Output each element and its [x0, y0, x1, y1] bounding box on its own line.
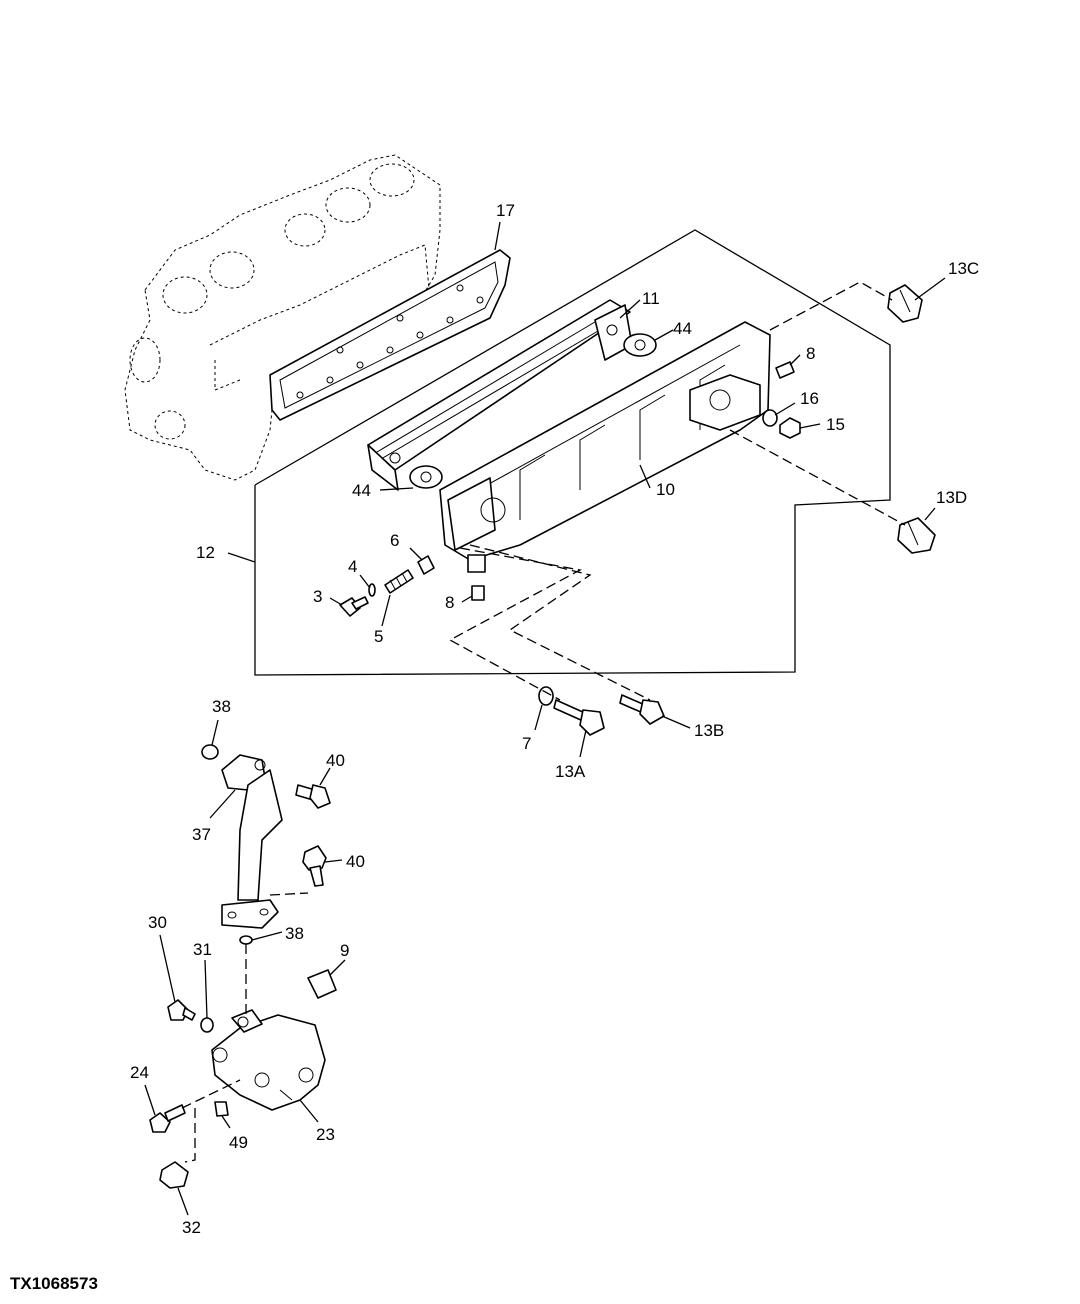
bolt-30	[167, 999, 196, 1021]
callout-13B: 13B	[694, 721, 724, 740]
callout-16: 16	[800, 389, 819, 408]
callout-9: 9	[340, 941, 349, 960]
callout-23: 23	[316, 1125, 335, 1144]
callout-38-upper: 38	[212, 697, 231, 716]
washer-16	[762, 409, 778, 427]
callout-49: 49	[229, 1133, 248, 1152]
oil-cooler-housing-10	[439, 321, 771, 573]
callout-13D: 13D	[936, 488, 967, 507]
callout-44-lower: 44	[352, 481, 371, 500]
callout-30: 30	[148, 913, 167, 932]
assembly-line-13C	[769, 281, 893, 331]
callout-12: 12	[196, 543, 215, 562]
callout-40-upper: 40	[326, 751, 345, 770]
callout-13C: 13C	[948, 259, 979, 278]
callout-8-lower: 8	[445, 593, 454, 612]
assembly-line-13A	[448, 547, 582, 701]
callout-44-upper: 44	[673, 319, 692, 338]
assembly-line-40	[269, 892, 309, 896]
assembly-line-13B	[469, 544, 651, 701]
bolt-13A	[553, 699, 605, 736]
spring-5	[384, 569, 414, 594]
oil-tube-37	[221, 754, 283, 929]
nut-15	[779, 417, 801, 439]
callout-31: 31	[193, 940, 212, 959]
bolt-24	[149, 1104, 186, 1133]
bolt-40-upper	[295, 784, 331, 809]
gasket-17	[269, 249, 511, 421]
callout-37: 37	[192, 825, 211, 844]
plug-13D	[897, 517, 936, 554]
assembly-bracket-12	[254, 229, 891, 676]
callout-6: 6	[390, 531, 399, 550]
oil-cooler-core	[367, 299, 633, 491]
callout-10: 10	[656, 480, 675, 499]
plug-13C	[887, 284, 923, 323]
callout-38-lower: 38	[285, 924, 304, 943]
figure-reference-id: TX1068573	[10, 1274, 98, 1293]
clip-9	[307, 969, 337, 999]
o-ring-38-upper	[201, 744, 219, 760]
leader-lines	[144, 221, 946, 1216]
plug-6	[417, 555, 435, 575]
callout-7: 7	[522, 734, 531, 753]
filter-head-23	[211, 1009, 326, 1111]
callout-13A: 13A	[555, 762, 586, 781]
gasket-44-upper	[623, 333, 657, 357]
assembly-line-13D	[729, 429, 906, 526]
screw-8-upper	[775, 361, 795, 379]
screw-8-lower	[471, 585, 485, 601]
valve-4	[368, 583, 376, 597]
callout-4: 4	[348, 557, 357, 576]
plug-3	[339, 596, 369, 617]
bolt-13B	[619, 694, 665, 725]
callout-40-lower: 40	[346, 852, 365, 871]
callout-3: 3	[313, 587, 322, 606]
assembly-line-32	[184, 1108, 196, 1163]
callout-11: 11	[642, 289, 660, 308]
bolt-40-lower	[302, 845, 327, 887]
gasket-44-lower	[409, 465, 443, 489]
callout-labels: 17 11 44 13C 8 16 15 44 10 13D 12 6 4 3 …	[130, 201, 979, 1237]
callout-5: 5	[374, 627, 383, 646]
plug-32	[159, 1161, 189, 1189]
callout-24: 24	[130, 1063, 149, 1082]
callout-8-upper: 8	[806, 344, 815, 363]
o-ring-31	[200, 1017, 214, 1033]
callout-32: 32	[182, 1218, 201, 1237]
callout-15: 15	[826, 415, 845, 434]
o-ring-38-lower	[239, 935, 253, 945]
assembly-line-24	[181, 1079, 241, 1109]
fitting-49	[214, 1101, 229, 1117]
callout-17: 17	[496, 201, 515, 220]
washer-7	[538, 686, 554, 706]
